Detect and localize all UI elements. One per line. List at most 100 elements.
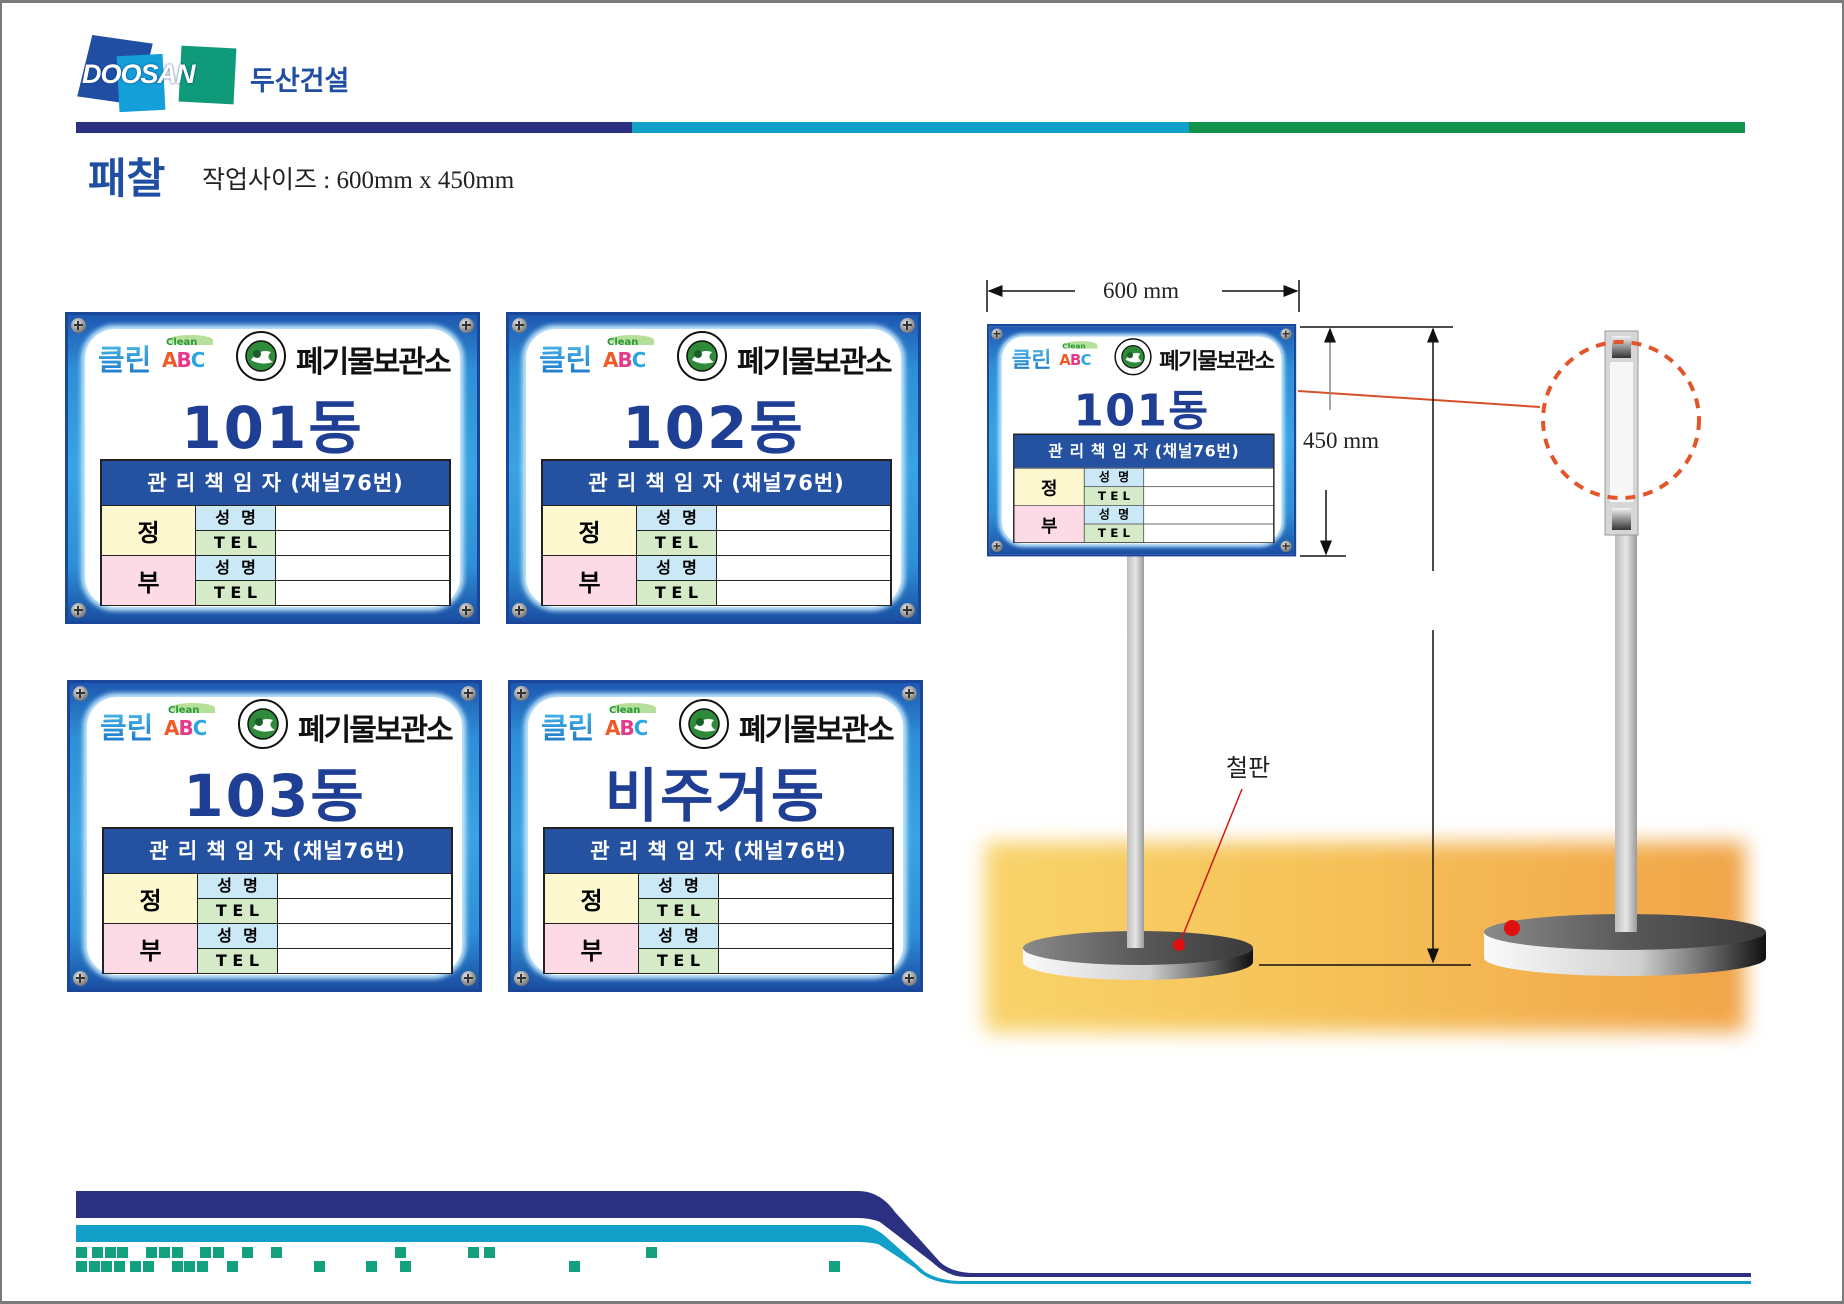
emblem-icon: [1114, 338, 1152, 376]
pixel-square: [114, 1261, 125, 1272]
plate-marker: [1504, 920, 1520, 936]
table-header: 관 리 책 임 자 (채널76번): [543, 461, 890, 505]
left-stand: [1023, 556, 1253, 980]
leaf-icon: [611, 703, 656, 713]
callout-line: [1297, 390, 1541, 408]
screw-icon: [991, 328, 1003, 340]
dimension-lines: [986, 280, 1471, 966]
secondary-label: 부: [104, 924, 198, 973]
name-value: [719, 874, 892, 898]
tel-label: T E L: [196, 531, 276, 555]
screw-icon: [1280, 540, 1292, 552]
name-value: [276, 506, 449, 530]
steel-plate-label: 철판: [1226, 754, 1271, 782]
tel-value: [276, 581, 449, 605]
sign-103: 클린 Clean ABC 폐기물보관소 103동 관 리 책 임 자 (채널76…: [67, 680, 482, 992]
emblem-icon: [677, 331, 727, 381]
secondary-manager-group: 부 성 명 T E L: [1014, 505, 1274, 543]
table-header: 관 리 책 임 자 (채널76번): [102, 461, 449, 505]
screw-icon: [514, 686, 529, 701]
clean-brand: 클린: [541, 705, 594, 747]
screw-icon: [991, 540, 1003, 552]
name-value: [1144, 505, 1274, 524]
pixel-square: [227, 1261, 238, 1272]
pixel-square: [484, 1247, 495, 1258]
header-bar-green: [1189, 122, 1745, 133]
pixel-square: [314, 1261, 325, 1272]
tel-value: [278, 949, 451, 973]
pixel-square: [468, 1247, 479, 1258]
building-number: 103동: [183, 762, 366, 830]
primary-manager-group: 정 성 명 T E L: [543, 505, 890, 555]
emblem-icon: [238, 699, 288, 749]
leaf-icon: [1063, 341, 1098, 349]
height-dimension-label: 450 mm: [1303, 428, 1380, 453]
secondary-manager-group: 부 성 명 T E L: [545, 923, 892, 973]
pixel-square: [213, 1247, 224, 1258]
tel-label: T E L: [198, 949, 278, 973]
pixel-square: [143, 1261, 154, 1272]
pixel-square: [646, 1247, 657, 1258]
screw-icon: [1280, 328, 1292, 340]
facility-title: 폐기물보관소: [296, 345, 452, 380]
pixel-square: [76, 1261, 87, 1272]
primary-manager-group: 정 성 명 T E L: [104, 873, 451, 923]
name-value: [276, 556, 449, 580]
name-value: [717, 556, 890, 580]
pixel-square: [117, 1247, 128, 1258]
tel-label: T E L: [196, 581, 276, 605]
name-label: 성 명: [198, 874, 278, 898]
building-number: 101동: [1073, 385, 1210, 436]
screw-icon: [514, 971, 529, 986]
tel-label: T E L: [637, 531, 717, 555]
right-stand: [1484, 330, 1766, 976]
building-number: 101동: [181, 394, 364, 462]
screw-icon: [459, 318, 474, 333]
pixel-square: [146, 1247, 157, 1258]
secondary-label: 부: [543, 556, 637, 605]
facility-title: 폐기물보관소: [739, 713, 895, 748]
pixel-square: [271, 1247, 282, 1258]
emblem-icon: [236, 331, 286, 381]
pixel-square: [366, 1261, 377, 1272]
primary-manager-group: 정 성 명 T E L: [545, 873, 892, 923]
screw-icon: [512, 603, 527, 618]
facility-title: 폐기물보관소: [737, 345, 893, 380]
plate-marker: [1173, 939, 1185, 951]
tel-label: T E L: [639, 949, 719, 973]
company-name: 두산건설: [250, 66, 350, 97]
name-label: 성 명: [198, 924, 278, 948]
clean-small-label: Clean: [166, 337, 198, 348]
name-label: 성 명: [196, 506, 276, 530]
primary-label: 정: [104, 874, 198, 923]
clean-small-label: Clean: [168, 705, 200, 716]
pixel-square: [76, 1247, 87, 1258]
tel-value: [719, 949, 892, 973]
abc-label: ABC: [1059, 350, 1091, 369]
screw-icon: [461, 686, 476, 701]
name-value: [717, 506, 890, 530]
size-subtitle: 작업사이즈 : 600mm x 450mm: [202, 167, 515, 194]
sign-101: 클린 Clean ABC 폐기물보관소 101동 관 리 책 임 자 (채널76…: [65, 312, 480, 624]
manager-table: 관 리 책 임 자 (채널76번) 정 성 명 T E L 부 성 명 T E …: [541, 459, 892, 606]
secondary-label: 부: [1014, 505, 1085, 543]
tel-value: [717, 581, 890, 605]
secondary-manager-group: 부 성 명 T E L: [543, 555, 890, 605]
pixel-square: [172, 1261, 183, 1272]
tel-value: [1144, 487, 1274, 506]
clean-small-label: Clean: [607, 337, 639, 348]
pixel-square: [200, 1247, 211, 1258]
page-title: 패찰: [88, 154, 166, 203]
doosan-logo: DOOSAN: [77, 34, 237, 113]
name-label: 성 명: [637, 556, 717, 580]
sign-102: 클린 Clean ABC 폐기물보관소 102동 관 리 책 임 자 (채널76…: [506, 312, 921, 624]
pixel-square: [242, 1247, 253, 1258]
table-header: 관 리 책 임 자 (채널76번): [104, 829, 451, 873]
table-header: 관 리 책 임 자 (채널76번): [1014, 435, 1274, 468]
name-value: [278, 874, 451, 898]
pixel-square: [400, 1261, 411, 1272]
manager-table: 관 리 책 임 자 (채널76번) 정 성 명 T E L 부 성 명 T E …: [1013, 433, 1275, 544]
